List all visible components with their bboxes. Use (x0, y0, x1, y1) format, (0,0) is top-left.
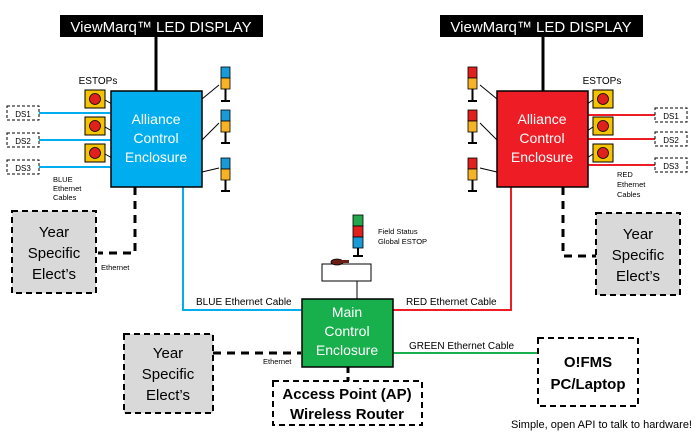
right-ds1-box: DS1 (654, 107, 688, 123)
right-ds3-label: DS3 (663, 162, 679, 171)
right-stack-light-1 (467, 66, 478, 102)
right-led-display: ViewMarq™ LED DISPLAY (440, 15, 643, 37)
green-cable-label: GREEN Ethernet Cable (409, 341, 514, 352)
field-estop-box (321, 258, 372, 282)
connection-lines (39, 37, 655, 381)
red-main-cable (393, 187, 512, 311)
bottom-year-line-1: Year (153, 345, 183, 362)
main-enclosure-line-2: Control (324, 323, 369, 339)
main-enclosure-line-1: Main (332, 304, 362, 320)
access-point-box: Access Point (AP) Wireless Router (272, 380, 423, 426)
left-cable-note-line-1: BLUE (53, 175, 73, 184)
blue-main-cable (182, 187, 302, 311)
left-estop-2 (84, 116, 106, 136)
main-enclosure-line-3: Enclosure (316, 342, 378, 358)
right-stack-leader-1 (479, 84, 498, 100)
footer-note: Simple, open API to talk to hardware! (511, 419, 692, 431)
left-alliance-enclosure: Alliance Control Enclosure (110, 90, 203, 188)
bottom-year-line-3: Elect’s (146, 387, 190, 404)
left-stack-leader-3 (201, 167, 220, 173)
bottom-year-line-2: Specific (142, 366, 195, 383)
ofms-line-2: PC/Laptop (551, 376, 626, 393)
right-ds2-box: DS2 (654, 131, 688, 147)
ofms-pc-box: O!FMS PC/Laptop (537, 337, 639, 407)
left-ds3-box: DS3 (6, 159, 40, 175)
right-display-label: ViewMarq™ LED DISPLAY (450, 19, 631, 36)
right-year-line-2: Specific (612, 247, 665, 264)
red-cable-label: RED Ethernet Cable (406, 297, 497, 308)
main-control-enclosure: Main Control Enclosure (301, 298, 394, 368)
right-year-line-3: Elect’s (616, 268, 660, 285)
right-year-line-1: Year (623, 226, 653, 243)
right-cable-note-line-1: RED (617, 170, 633, 179)
field-status-line-1: Field Status (378, 227, 418, 236)
left-estop-3 (84, 143, 106, 163)
right-enclosure-line-1: Alliance (517, 111, 566, 127)
right-estop-2 (592, 116, 614, 136)
left-stack-light-2 (220, 109, 231, 144)
right-ds1-label: DS1 (663, 112, 679, 121)
field-status-stack-light (352, 214, 364, 257)
left-year-line-1: Year (39, 224, 69, 241)
left-stack-light-1 (220, 66, 231, 102)
left-year-line-3: Elect’s (32, 266, 76, 283)
right-cable-note-line-2: Ethernet (617, 180, 646, 189)
right-estops-label: ESTOPs (583, 76, 622, 87)
left-estop-1 (84, 89, 106, 109)
right-ds3-box: DS3 (654, 157, 688, 173)
right-alliance-enclosure: Alliance Control Enclosure (496, 90, 589, 188)
field-status-line-2: Global ESTOP (378, 237, 427, 246)
access-point-line-1: Access Point (AP) (282, 386, 411, 403)
access-point-line-2: Wireless Router (290, 406, 404, 423)
right-year-ethernet (561, 187, 596, 258)
left-led-display: ViewMarq™ LED DISPLAY (60, 15, 263, 37)
left-year-specific-box: Year Specific Elect’s (11, 210, 97, 294)
bottom-year-specific-box: Year Specific Elect’s (123, 333, 214, 414)
right-stack-light-3 (467, 157, 478, 192)
bottom-ethernet-label: Ethernet (263, 357, 292, 366)
left-ethernet-label: Ethernet (101, 263, 130, 272)
left-ds3-label: DS3 (15, 164, 31, 173)
blue-cable-label: BLUE Ethernet Cable (196, 297, 292, 308)
left-stack-light-3 (220, 157, 231, 192)
left-stack-leader-2 (201, 122, 220, 141)
left-enclosure-line-3: Enclosure (125, 149, 187, 165)
left-ds1-box: DS1 (6, 105, 40, 121)
left-cable-note-line-2: Ethernet (53, 184, 82, 193)
right-estop-3 (592, 143, 614, 163)
left-cable-note-line-3: Cables (53, 193, 77, 202)
left-year-line-2: Specific (28, 245, 81, 262)
right-cable-note-line-3: Cables (617, 190, 641, 199)
left-estops-label: ESTOPs (79, 76, 118, 87)
left-display-label: ViewMarq™ LED DISPLAY (70, 19, 251, 36)
left-year-ethernet (98, 187, 137, 255)
right-stack-light-2 (467, 109, 478, 144)
left-ds2-label: DS2 (15, 137, 31, 146)
right-stack-leader-2 (479, 122, 498, 141)
right-enclosure-line-2: Control (519, 130, 564, 146)
ofms-line-1: O!FMS (564, 354, 612, 371)
left-enclosure-line-2: Control (133, 130, 178, 146)
right-year-specific-box: Year Specific Elect’s (595, 212, 681, 296)
right-stack-leader-3 (479, 167, 498, 173)
right-enclosure-line-3: Enclosure (511, 149, 573, 165)
left-stack-leader-1 (201, 84, 220, 100)
right-estop-1 (592, 89, 614, 109)
left-ds1-label: DS1 (15, 110, 31, 119)
left-enclosure-line-1: Alliance (131, 111, 180, 127)
right-ds2-label: DS2 (663, 136, 679, 145)
left-ds2-box: DS2 (6, 132, 40, 148)
